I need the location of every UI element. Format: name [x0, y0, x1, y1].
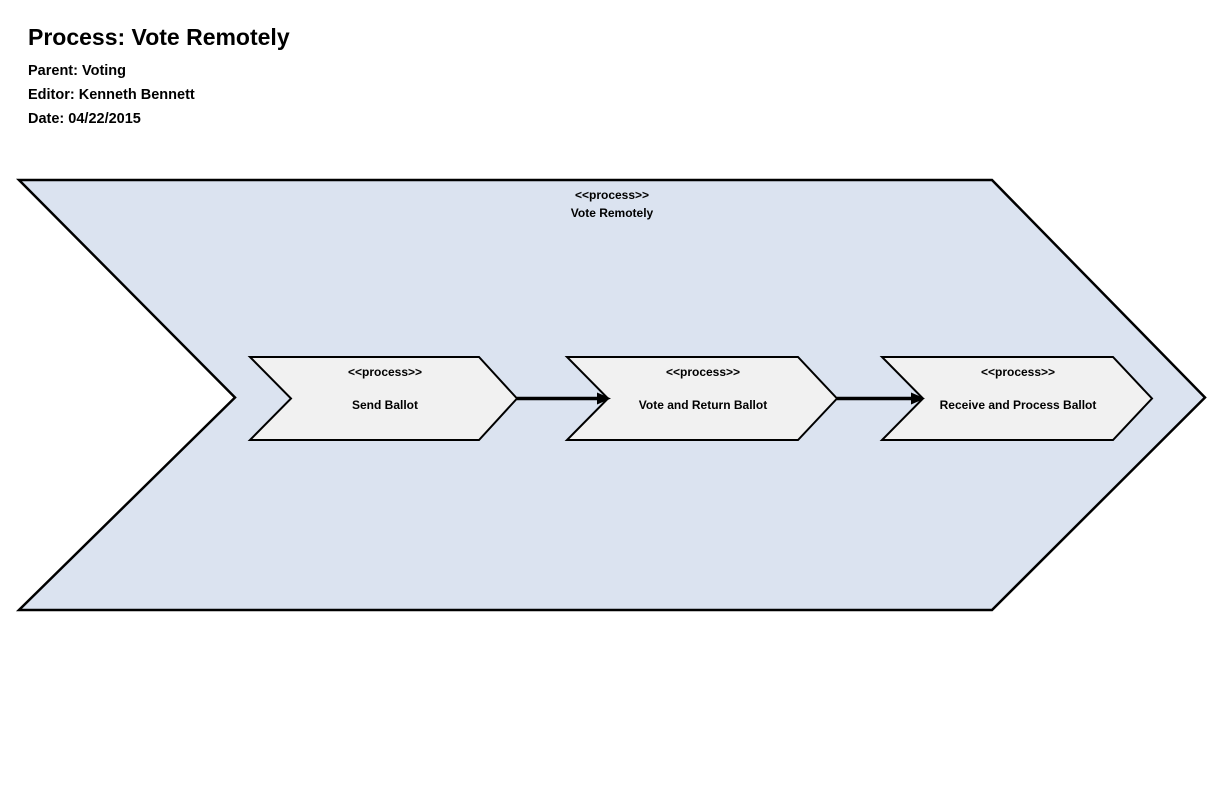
connector-arrow-2: [837, 392, 925, 405]
header-parent: Parent: Voting: [28, 63, 127, 79]
connector-arrow-1: [517, 392, 611, 405]
header: Process: Vote Remotely Parent: Voting Ed…: [28, 24, 290, 131]
connector-arrowhead-1: [597, 392, 611, 405]
page-title: Process: Vote Remotely: [28, 24, 290, 50]
step-chevron-send-ballot: [247, 356, 519, 441]
header-editor: Editor: Kenneth Bennett: [28, 87, 195, 103]
connector-arrowhead-2: [911, 392, 925, 405]
header-date: Date: 04/22/2015: [28, 111, 141, 127]
